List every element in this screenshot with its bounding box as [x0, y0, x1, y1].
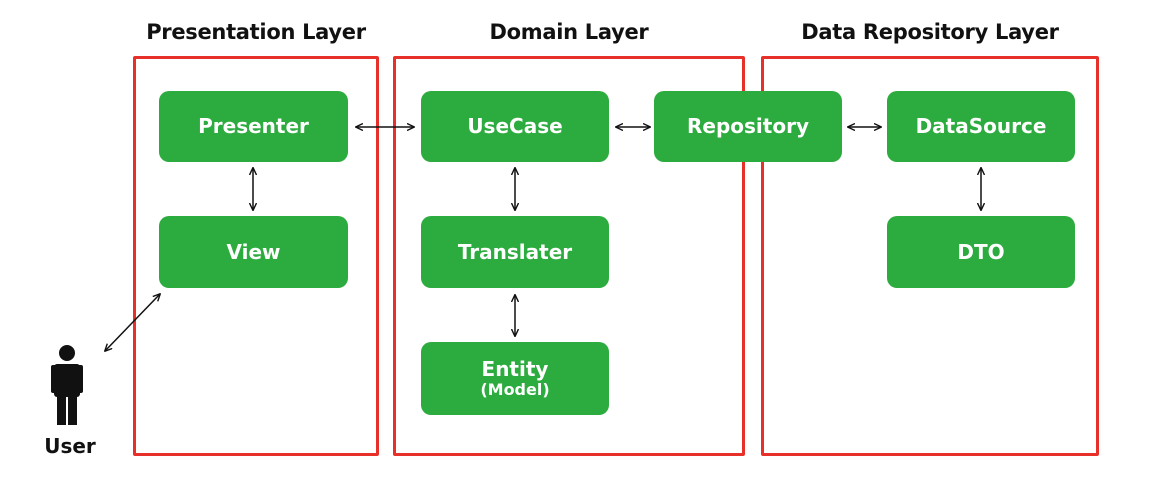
domain-layer-title: Domain Layer: [489, 20, 649, 44]
datasource-node[interactable]: DataSource: [887, 91, 1075, 162]
presentation-layer-title: Presentation Layer: [146, 20, 366, 44]
presentation-layer-box: [133, 56, 379, 456]
user-view-arrow: [105, 294, 160, 351]
view-node[interactable]: View: [159, 216, 348, 288]
entity-node[interactable]: Entity (Model): [421, 342, 609, 415]
translater-node[interactable]: Translater: [421, 216, 609, 288]
data-repository-layer-title: Data Repository Layer: [801, 20, 1059, 44]
entity-sublabel: (Model): [480, 379, 550, 399]
repository-node[interactable]: Repository: [654, 91, 842, 162]
entity-label: Entity: [481, 356, 549, 381]
user-icon: [51, 345, 83, 425]
user-label: User: [44, 434, 96, 458]
domain-layer-box: [393, 56, 745, 456]
usecase-node[interactable]: UseCase: [421, 91, 609, 162]
dto-node[interactable]: DTO: [887, 216, 1075, 288]
presenter-node[interactable]: Presenter: [159, 91, 348, 162]
data-repository-layer-box: [761, 56, 1099, 456]
